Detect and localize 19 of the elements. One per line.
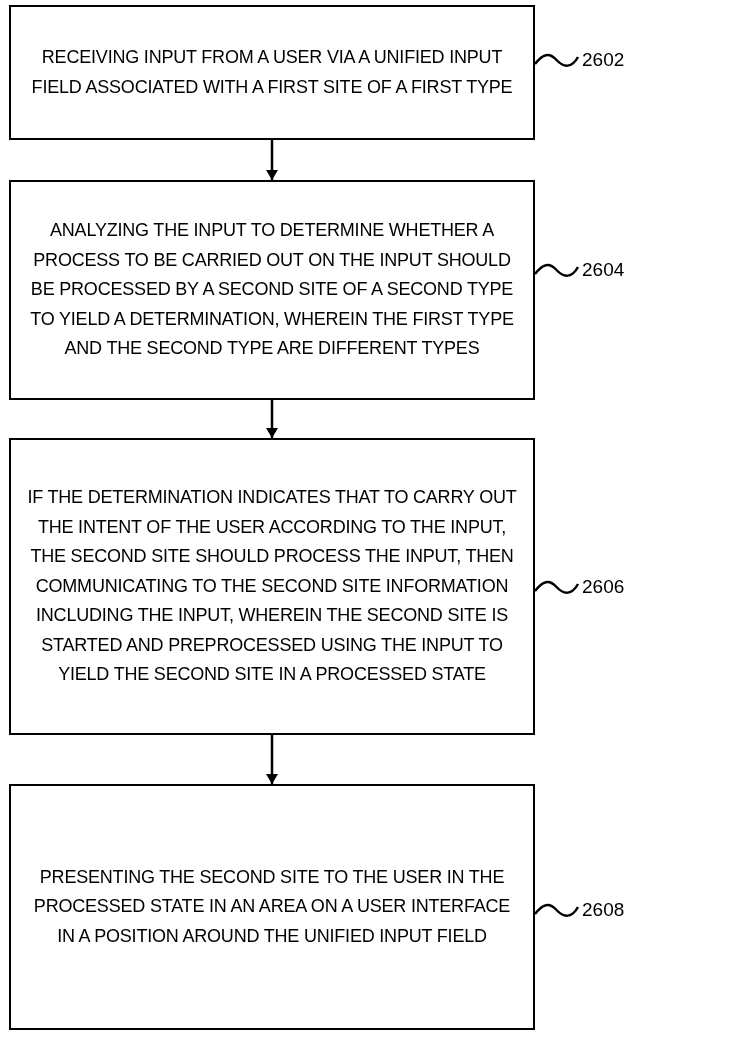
process-box <box>9 784 535 1030</box>
arrow <box>266 735 278 784</box>
leader-line <box>534 263 580 277</box>
reference-number: 2608 <box>582 899 642 921</box>
process-box <box>9 180 535 400</box>
reference-number: 2606 <box>582 576 642 598</box>
step-text: ANALYZING THE INPUT TO DETERMINE WHETHER A PROCESS TO BE CARRIED OUT ON THE INPUT SHOULD BE PROCESSED BY A SECOND SITE OF A SECOND TYPE TO YIELD A DETERMINATION, WHEREIN THE FIRST TYPE AND THE SECOND TYPE ARE DIFFERENT TYPES <box>29 219 515 361</box>
leader-line <box>534 580 580 594</box>
leader-line <box>534 903 580 917</box>
leader-line <box>534 53 580 67</box>
step-text: IF THE DETERMINATION INDICATES THAT TO CARRY OUT THE INTENT OF THE USER ACCORDING TO THE INPUT, THE SECOND SITE SHOULD PROCESS THE INPUT, THEN COMMUNICATING TO THE SECOND SITE INFORMATION INCLUDING THE INPUT, WHEREIN THE SECOND SITE IS STARTED AND PREPROCESSED USING THE INPUT TO YIELD THE SECOND SITE IN A PROCESSED STATE <box>26 486 518 687</box>
process-box <box>9 5 535 140</box>
arrow <box>266 140 278 180</box>
arrow <box>266 400 278 438</box>
step-text: PRESENTING THE SECOND SITE TO THE USER IN THE PROCESSED STATE IN AN AREA ON A USER INTERFACE IN A POSITION AROUND THE UNIFIED INPUT FIELD <box>32 865 512 948</box>
step-text: RECEIVING INPUT FROM A USER VIA A UNIFIED INPUT FIELD ASSOCIATED WITH A FIRST SITE OF A FIRST TYPE <box>30 46 514 99</box>
reference-number: 2604 <box>582 259 642 281</box>
process-box <box>9 438 535 735</box>
reference-number: 2602 <box>582 49 642 71</box>
